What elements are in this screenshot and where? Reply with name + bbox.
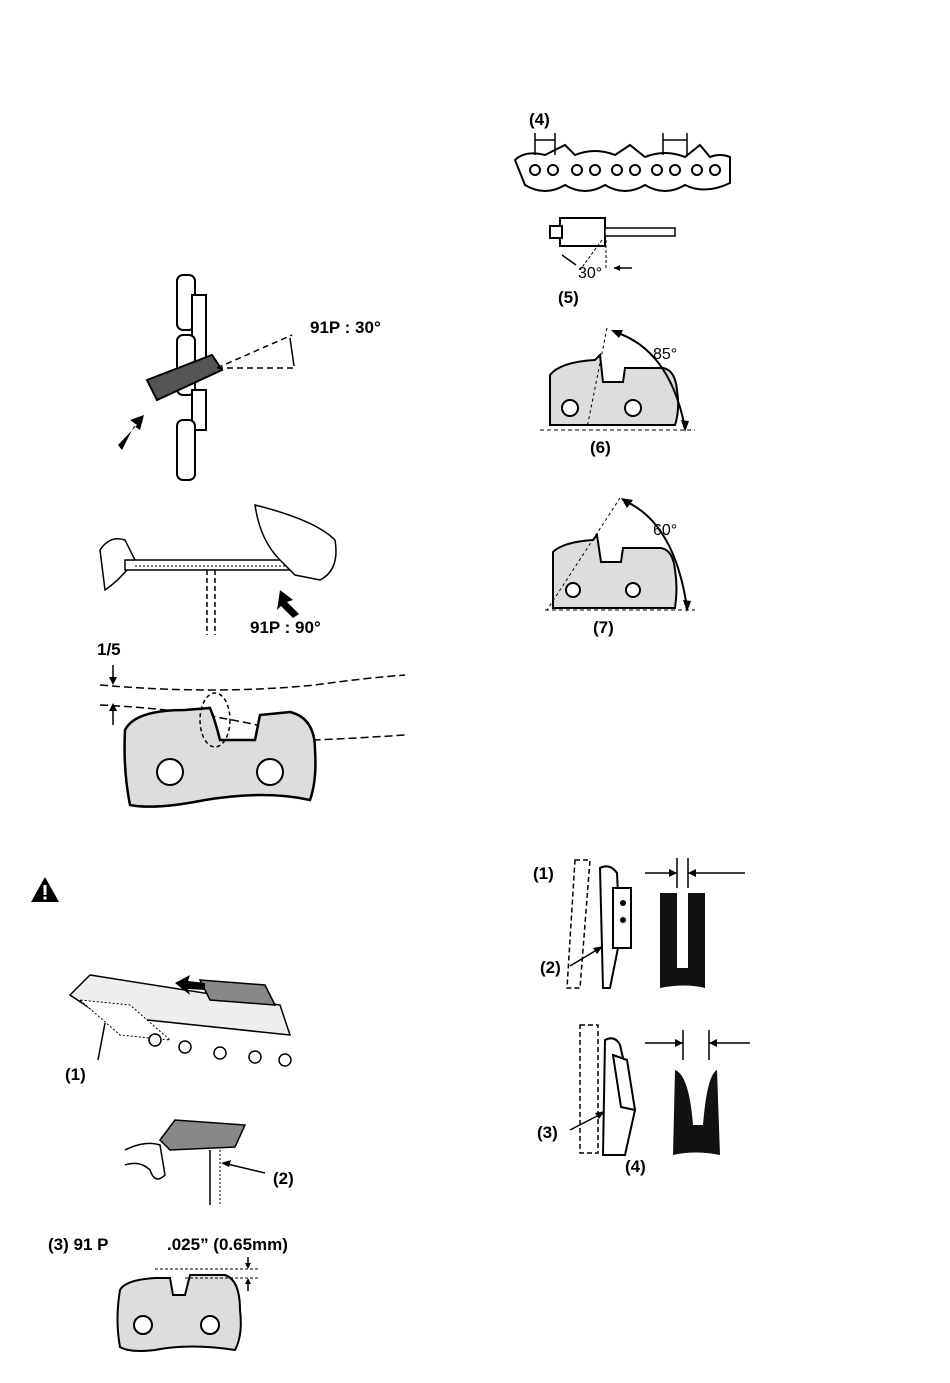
file-angle-90-label: 91P : 90° bbox=[250, 618, 321, 638]
file-angle-30-label: 91P : 30° bbox=[310, 318, 381, 338]
flat-file-figure: (2) bbox=[115, 1115, 315, 1210]
fig-4-label: (4) bbox=[529, 110, 550, 130]
cutter-85-drawing bbox=[535, 320, 705, 465]
cutter-60-figure: 60° (7) bbox=[535, 490, 705, 640]
depth-spec-drawing bbox=[45, 1235, 335, 1375]
file-angle-30-figure: 91P : 30° bbox=[82, 260, 402, 490]
wear-top-figure: (1) (2) bbox=[525, 848, 775, 998]
fig-6-label: (6) bbox=[590, 438, 611, 458]
wear-bottom-figure: (3) (4) bbox=[525, 1015, 775, 1185]
wear-3-label: (3) bbox=[537, 1123, 558, 1143]
depth-spec-figure: (3) 91 P .025” (0.65mm) bbox=[45, 1235, 335, 1375]
wear-top-drawing bbox=[525, 848, 775, 998]
file-angle-90-figure: 91P : 90° bbox=[95, 500, 395, 640]
file-depth-drawing bbox=[95, 640, 405, 820]
wear-4-label: (4) bbox=[625, 1157, 646, 1177]
wear-2-label: (2) bbox=[540, 958, 561, 978]
depth-gauge-tool-drawing bbox=[60, 965, 300, 1095]
fig-7-label: (7) bbox=[593, 618, 614, 638]
gauge-2-label: (2) bbox=[273, 1169, 294, 1189]
gauge-1-label: (1) bbox=[65, 1065, 86, 1085]
cutter-85-figure: 85° (6) bbox=[535, 320, 705, 465]
depth-gauge-tool-figure: (1) bbox=[60, 965, 300, 1095]
wear-bottom-drawing bbox=[525, 1015, 775, 1185]
file-angle-90-drawing bbox=[95, 500, 395, 640]
fig-7-angle: 60° bbox=[653, 522, 677, 540]
fig-5-label: (5) bbox=[558, 288, 579, 308]
flat-file-drawing bbox=[115, 1115, 315, 1210]
file-holder-figure: 30° (5) bbox=[540, 210, 690, 310]
warning-triangle-icon bbox=[30, 876, 60, 904]
file-angle-30-drawing bbox=[82, 260, 402, 490]
cutter-60-drawing bbox=[535, 490, 705, 640]
fig-5-angle: 30° bbox=[578, 265, 602, 283]
wear-1-label: (1) bbox=[533, 864, 554, 884]
file-depth-figure: 1/5 bbox=[95, 640, 405, 820]
chain-pitch-figure: (4) bbox=[505, 105, 735, 200]
fig-6-angle: 85° bbox=[653, 346, 677, 364]
